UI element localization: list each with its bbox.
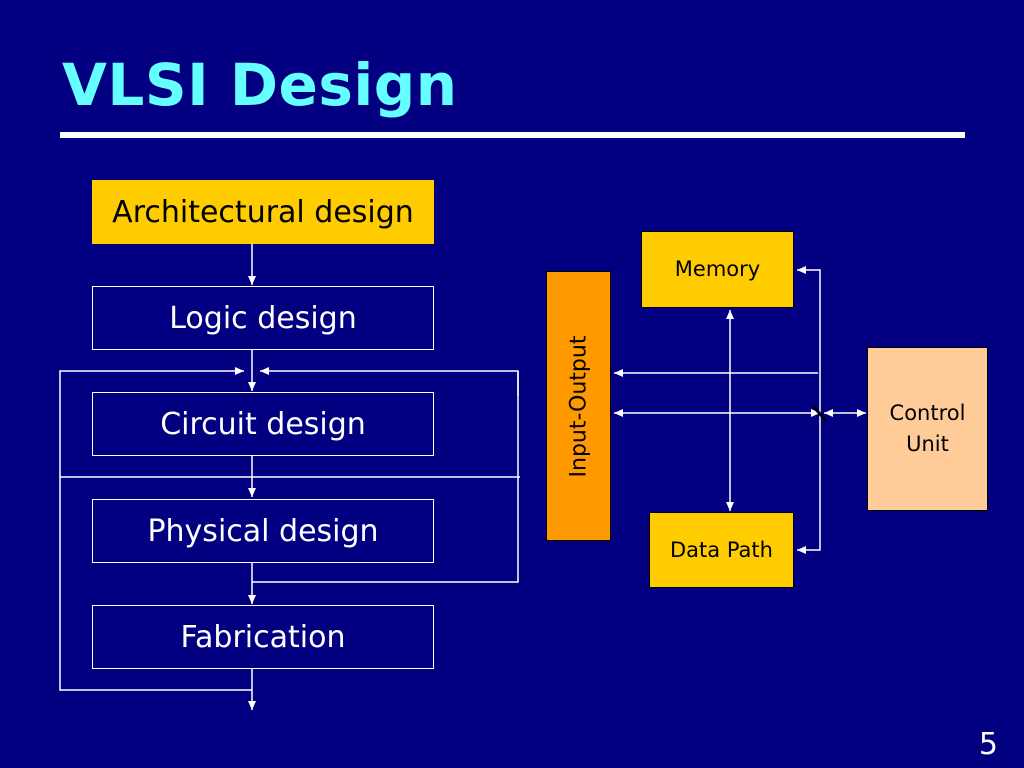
control-unit-label-line1: Control: [889, 401, 966, 425]
data-path-block: Data Path: [649, 512, 794, 588]
control-unit-label-line2: Unit: [906, 432, 949, 456]
stage-label: Physical design: [147, 513, 379, 549]
stage-label: Logic design: [169, 300, 357, 336]
stage-label: Circuit design: [160, 406, 366, 442]
stage-architectural-design: Architectural design: [92, 180, 434, 244]
stage-physical-design: Physical design: [92, 499, 434, 563]
stage-label: Architectural design: [112, 194, 414, 230]
input-output-block: Input-Output: [546, 271, 611, 541]
bus-to-datapath: [797, 413, 821, 554]
slide-title: VLSI Design: [62, 51, 458, 119]
control-unit-block: Control Unit: [867, 347, 988, 511]
stage-fabrication: Fabrication: [92, 605, 434, 669]
bus-junction-mark: [812, 406, 828, 422]
bus-to-memory: [797, 266, 821, 413]
memory-block: Memory: [641, 231, 794, 308]
data-path-label: Data Path: [670, 537, 773, 562]
stage-label: Fabrication: [180, 619, 346, 655]
page-number: 5: [978, 727, 998, 762]
feedback-loop-left: [59, 367, 252, 691]
memory-label: Memory: [674, 257, 761, 281]
title-divider: [60, 132, 965, 138]
stage-circuit-design: Circuit design: [92, 392, 434, 456]
stage-logic-design: Logic design: [92, 286, 434, 350]
input-output-label: Input-Output: [566, 335, 591, 477]
